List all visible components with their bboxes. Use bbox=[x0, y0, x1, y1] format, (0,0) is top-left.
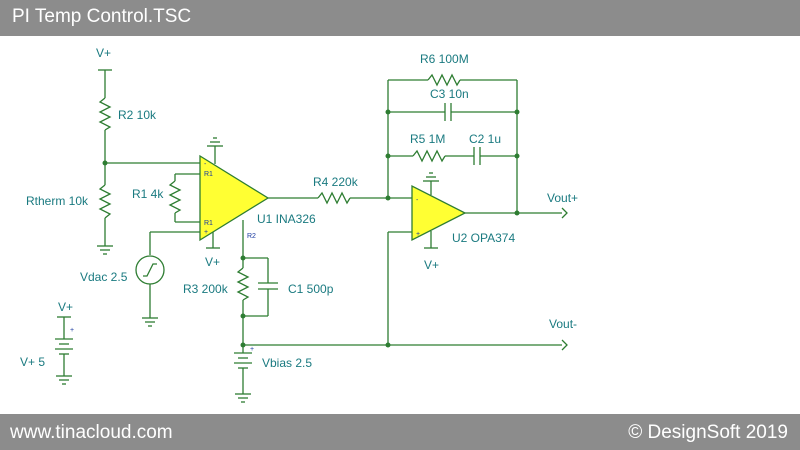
u1-r1-pin-top: R1 bbox=[204, 171, 213, 178]
junction-dot bbox=[514, 109, 520, 115]
r5-label: R5 1M bbox=[410, 132, 445, 146]
r4-label: R4 220k bbox=[313, 175, 359, 189]
junction-dot bbox=[385, 342, 391, 348]
c1-label: C1 500p bbox=[288, 282, 334, 296]
c3-capacitor[interactable] bbox=[444, 103, 452, 121]
vbias-source[interactable] bbox=[234, 352, 252, 369]
u1-minus-pin: - bbox=[204, 161, 207, 168]
c2-label: C2 1u bbox=[469, 132, 501, 146]
vout-plus-label: Vout+ bbox=[547, 191, 578, 205]
window-title: PI Temp Control.TSC bbox=[12, 6, 192, 27]
u1-label: U1 INA326 bbox=[257, 212, 316, 226]
vbias-label: Vbias 2.5 bbox=[262, 356, 312, 370]
r1-resistor[interactable] bbox=[168, 180, 182, 214]
r1-label: R1 4k bbox=[132, 187, 164, 201]
schematic: V+ R2 10k Rtherm 10k R1 4k - R1 R1 + R2 … bbox=[20, 46, 578, 403]
r6-label: R6 100M bbox=[420, 52, 469, 66]
r2-resistor[interactable] bbox=[98, 97, 112, 131]
vout-minus-label: Vout- bbox=[549, 317, 577, 331]
vplus-5-source[interactable] bbox=[55, 338, 73, 355]
vplus-source-value-label: V+ 5 bbox=[20, 355, 45, 369]
schematic-canvas[interactable]: V+ R2 10k Rtherm 10k R1 4k - R1 R1 + R2 … bbox=[0, 36, 800, 414]
rtherm-resistor[interactable] bbox=[98, 184, 112, 219]
junction-dot bbox=[514, 153, 520, 159]
ground-symbol bbox=[423, 172, 439, 182]
u2-plus-pin: + bbox=[416, 231, 420, 238]
junction-dot bbox=[514, 210, 520, 216]
r4-resistor[interactable] bbox=[317, 191, 351, 205]
r2-label: R2 10k bbox=[118, 108, 157, 122]
ground-symbol bbox=[207, 137, 223, 147]
vout-minus-terminal[interactable] bbox=[561, 339, 568, 351]
footer-website-link[interactable]: www.tinacloud.com bbox=[10, 422, 173, 443]
vdac-label: Vdac 2.5 bbox=[80, 270, 128, 284]
ground-symbol bbox=[142, 317, 158, 327]
u1-r2-pin: R2 bbox=[247, 233, 256, 240]
junction-dot bbox=[240, 313, 246, 319]
ground-symbol bbox=[97, 245, 113, 255]
footer-copyright: © DesignSoft 2019 bbox=[628, 422, 788, 443]
c1-capacitor[interactable] bbox=[258, 282, 278, 290]
u1-vplus-label: V+ bbox=[205, 255, 220, 269]
u2-vplus-label: V+ bbox=[424, 258, 439, 272]
vout-plus-terminal[interactable] bbox=[561, 207, 568, 219]
vplus-source-label: V+ bbox=[58, 300, 73, 314]
u2-label: U2 OPA374 bbox=[452, 231, 515, 245]
footer-bar: www.tinacloud.com © DesignSoft 2019 bbox=[0, 414, 800, 450]
r5-resistor[interactable] bbox=[412, 149, 446, 163]
c3-label: C3 10n bbox=[430, 87, 469, 101]
u1-plus-pin: + bbox=[204, 229, 208, 236]
vplus-source-plus-mark: + bbox=[70, 327, 74, 334]
u1-r1-pin-bottom: R1 bbox=[204, 220, 213, 227]
u1-ina326-amplifier[interactable] bbox=[199, 154, 270, 242]
c2-capacitor[interactable] bbox=[473, 147, 481, 165]
r3-label: R3 200k bbox=[183, 282, 229, 296]
vplus-top-label: V+ bbox=[96, 46, 111, 60]
ground-symbol bbox=[56, 375, 72, 385]
rtherm-label: Rtherm 10k bbox=[26, 194, 89, 208]
r6-resistor[interactable] bbox=[427, 73, 461, 87]
u2-minus-pin: - bbox=[416, 197, 419, 204]
r3-resistor[interactable] bbox=[236, 267, 250, 301]
ground-symbol bbox=[235, 393, 251, 403]
vplus-supply-top bbox=[98, 69, 112, 98]
vbias-plus-mark: + bbox=[250, 346, 254, 353]
title-bar: PI Temp Control.TSC bbox=[0, 0, 800, 36]
u2-opa374-amplifier[interactable] bbox=[411, 184, 467, 242]
